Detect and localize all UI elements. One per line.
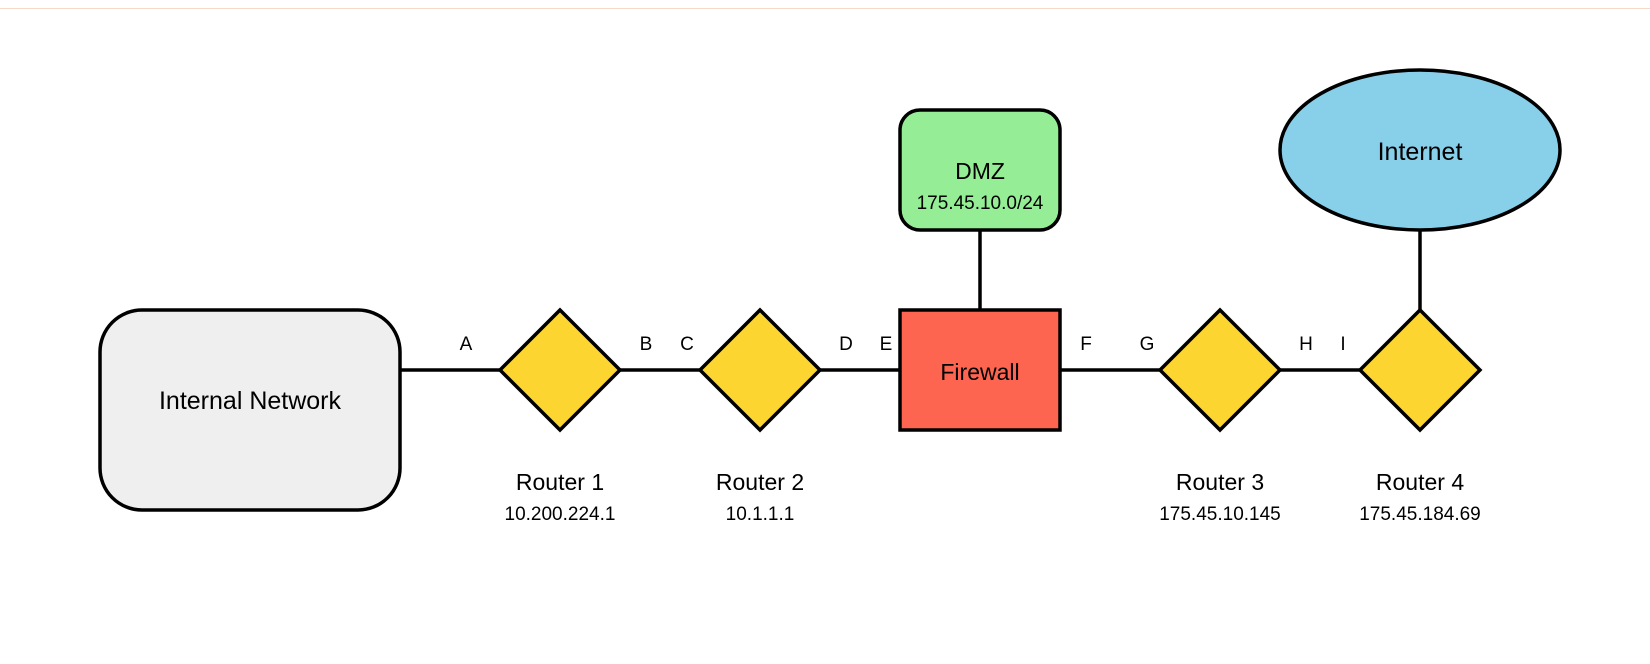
dmz-subnet: 175.45.10.0/24: [917, 193, 1044, 214]
port-labels: A B C D E F G H I: [460, 334, 1346, 355]
top-border: [0, 0, 1650, 9]
port-label-i: I: [1340, 334, 1345, 355]
router1-diamond: [497, 307, 623, 433]
router2-ip: 10.1.1.1: [726, 504, 795, 525]
router3-diamond: [1157, 307, 1283, 433]
router4-node[interactable]: Router 4 175.45.184.69: [1357, 307, 1483, 525]
connections: [400, 230, 1422, 372]
firewall-box: [898, 308, 1062, 432]
router2-label: Router 2: [716, 469, 804, 495]
router2-diamond: [697, 307, 823, 433]
router4-diamond: [1357, 307, 1483, 433]
router1-label: Router 1: [516, 469, 604, 495]
router3-label: Router 3: [1176, 469, 1264, 495]
port-label-e: E: [880, 334, 893, 355]
router3-node[interactable]: Router 3 175.45.10.145: [1157, 307, 1283, 525]
internet-node[interactable]: Internet: [1278, 68, 1562, 232]
router2-node[interactable]: Router 2 10.1.1.1: [697, 307, 823, 525]
internet-ellipse: [1278, 68, 1562, 232]
port-label-c: C: [680, 334, 694, 355]
port-label-f: F: [1080, 334, 1092, 355]
port-label-b: B: [640, 334, 653, 355]
dmz-label: DMZ: [955, 158, 1005, 184]
port-label-h: H: [1299, 334, 1313, 355]
internal-network-box: [98, 308, 402, 512]
router1-node[interactable]: Router 1 10.200.224.1: [497, 307, 623, 525]
internal-network-node[interactable]: Internal Network: [98, 308, 402, 512]
router1-ip: 10.200.224.1: [505, 504, 616, 525]
router4-label: Router 4: [1376, 469, 1464, 495]
internet-label: Internet: [1378, 138, 1463, 166]
internal-network-label: Internal Network: [159, 387, 342, 415]
router4-ip: 175.45.184.69: [1359, 504, 1481, 525]
firewall-node[interactable]: Firewall: [898, 308, 1062, 432]
dmz-node[interactable]: DMZ 175.45.10.0/24: [898, 108, 1062, 232]
port-label-g: G: [1140, 334, 1155, 355]
router3-ip: 175.45.10.145: [1159, 504, 1281, 525]
port-label-a: A: [460, 334, 473, 355]
dmz-box: [898, 108, 1062, 232]
port-label-d: D: [839, 334, 853, 355]
firewall-label: Firewall: [940, 359, 1019, 385]
